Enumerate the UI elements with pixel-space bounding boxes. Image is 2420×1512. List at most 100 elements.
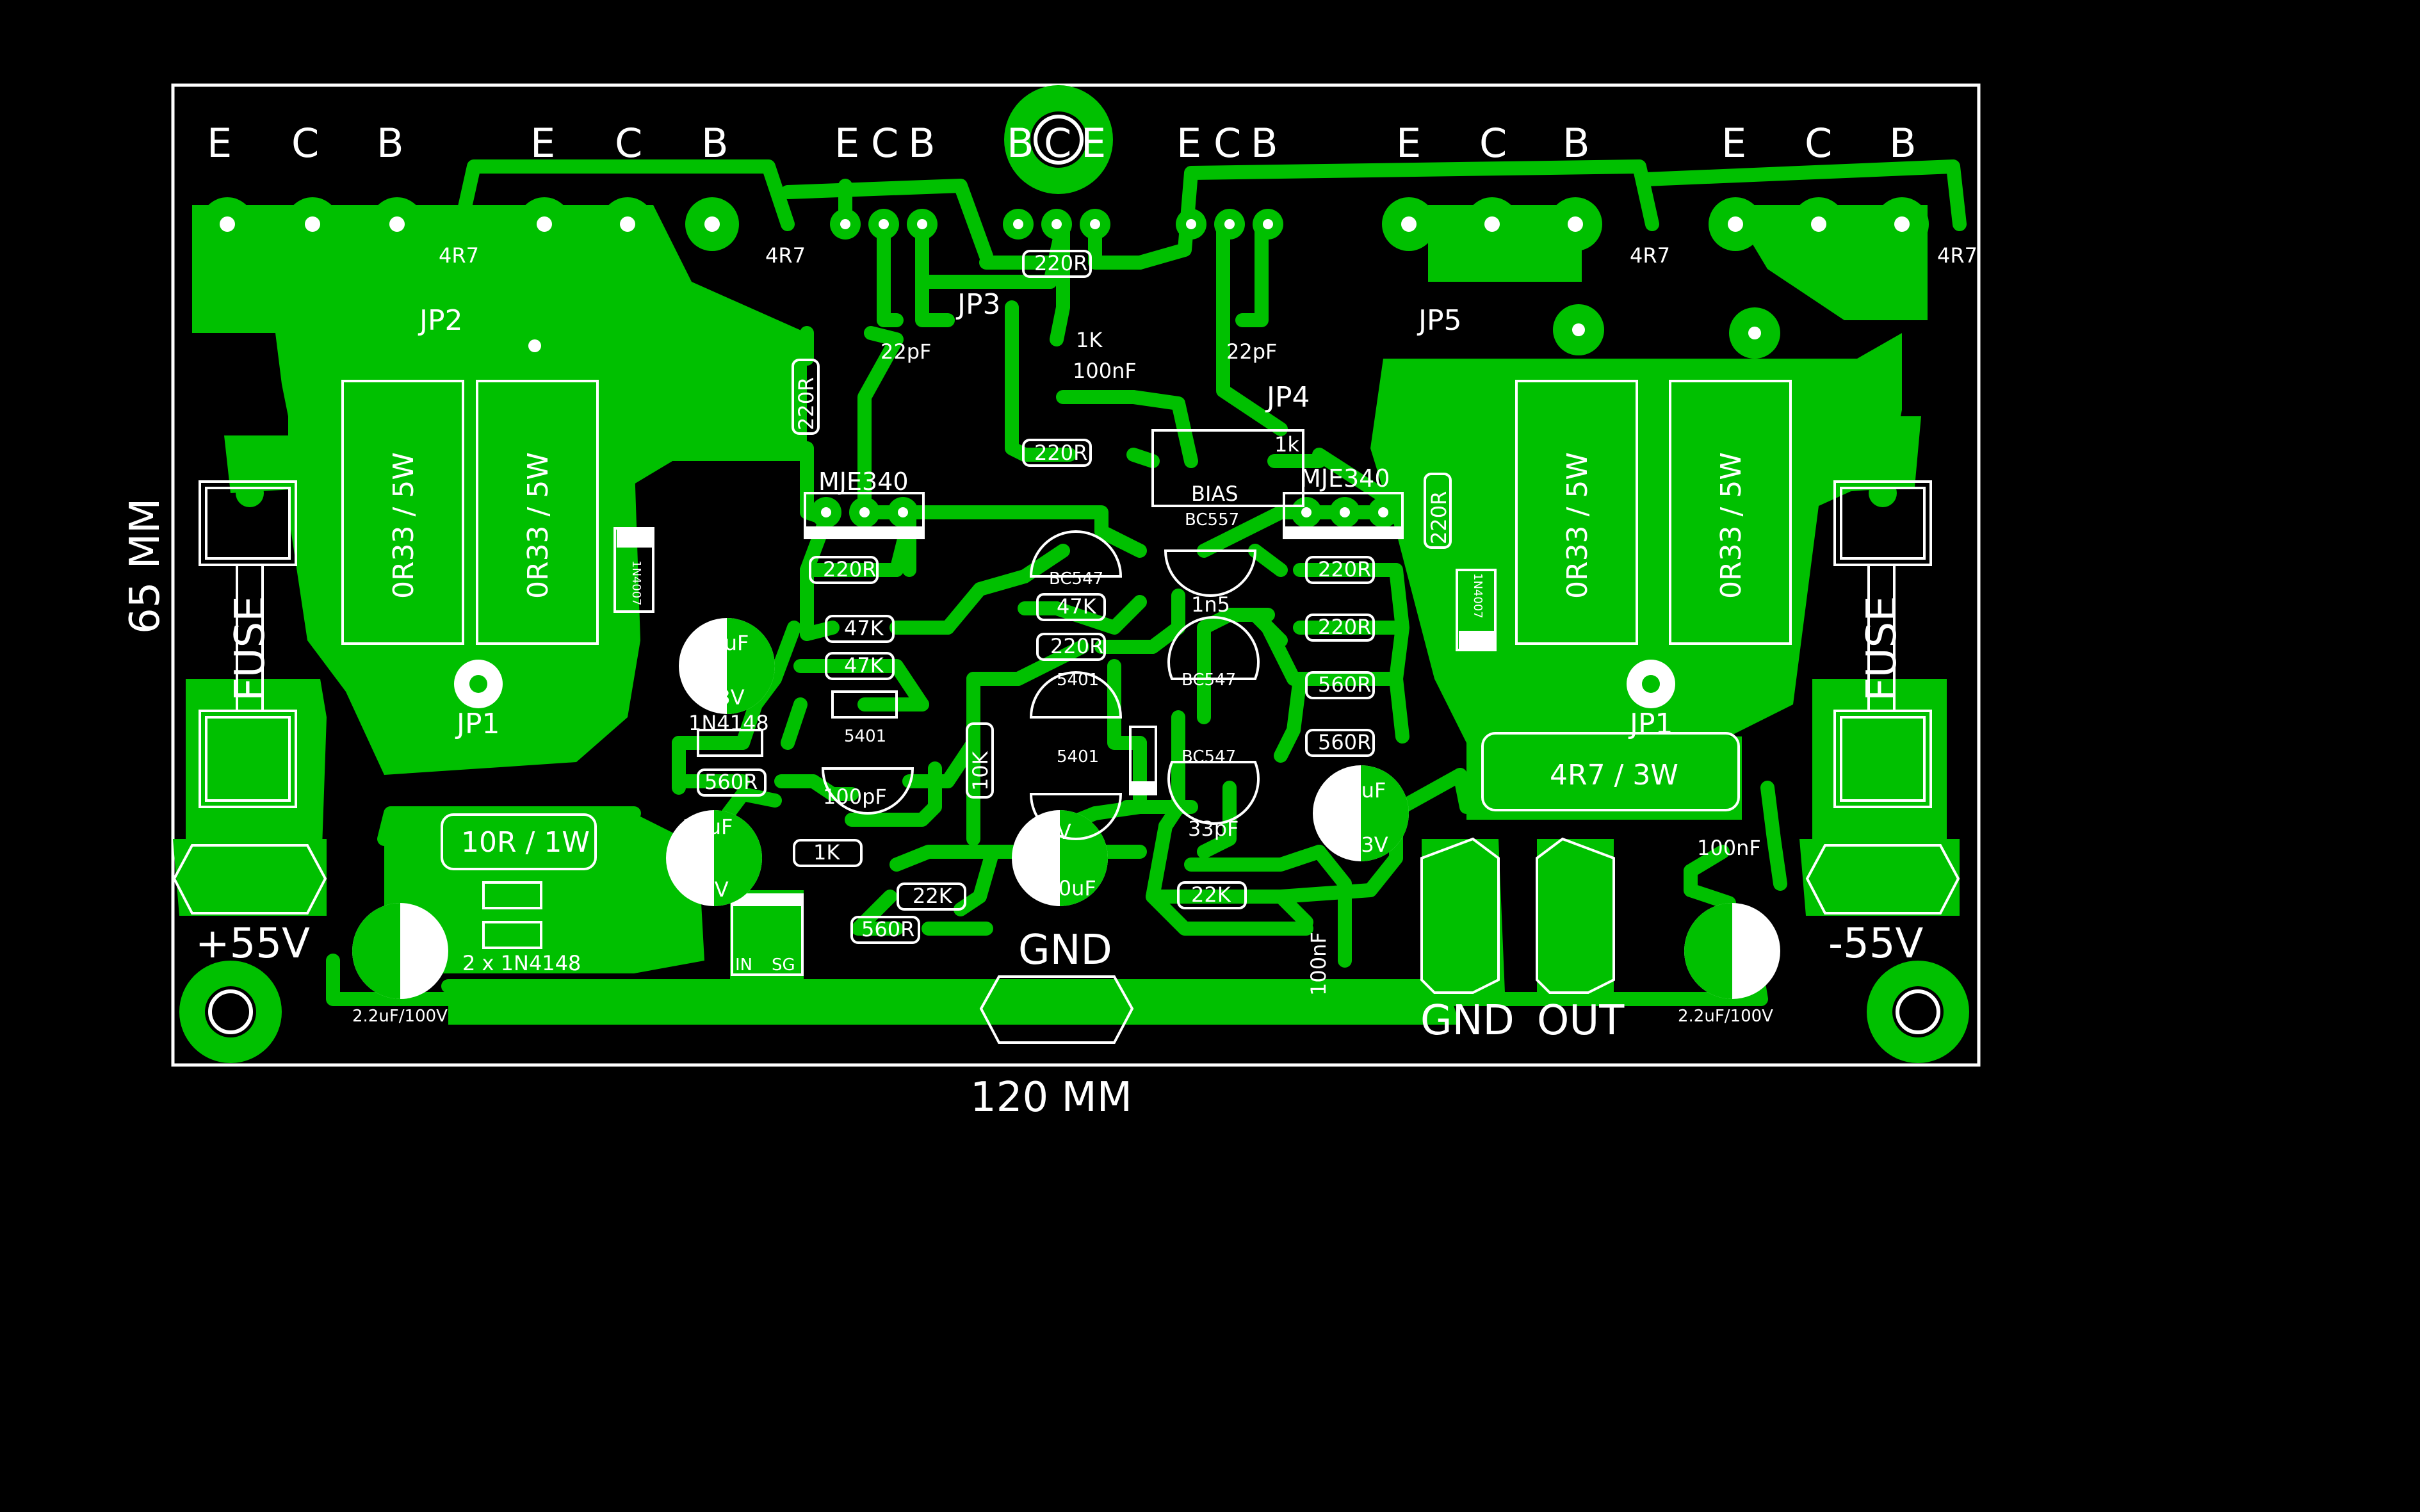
label-jp2: JP2 — [418, 304, 463, 337]
q6-pin-1: C — [1479, 120, 1507, 167]
label-bc547-1: BC547 — [1049, 569, 1103, 589]
label-560r-r2: 560R — [1318, 730, 1371, 754]
label-25v-a: 25V — [688, 877, 729, 902]
label-mje340-right: MJE340 — [1300, 464, 1390, 492]
label-100pf: 100pF — [823, 784, 887, 809]
board-outline — [171, 83, 1981, 1067]
label-sg: SG — [772, 955, 795, 975]
label-1k-low: 1K — [813, 840, 840, 865]
q6-pin-2: B — [1563, 120, 1590, 167]
label-33pf: 33pF — [1188, 817, 1238, 841]
label-560r-1: 560R — [704, 770, 758, 794]
q4-pin-1: C — [1044, 120, 1071, 167]
label-560r-r1: 560R — [1318, 672, 1371, 697]
q7-pin-0: E — [1721, 120, 1746, 167]
label-1n4007-r: 1N4007 — [1471, 573, 1484, 619]
label-jp4: JP4 — [1265, 381, 1310, 414]
q4-pin-2: E — [1081, 120, 1106, 167]
label-100nf-vert: 100nF — [1306, 932, 1331, 996]
label-4r7-4: 4R7 — [1937, 243, 1977, 268]
label-10k: 10K — [968, 751, 993, 791]
label-emitter-res-1: 0R33 / 5W — [387, 452, 420, 599]
q7-pin-2: B — [1889, 120, 1917, 167]
label-47k-3: 47K — [1057, 594, 1097, 619]
q1-pin-0: E — [207, 120, 232, 167]
label-gnd-center: GND — [1018, 927, 1112, 974]
label-4r7-2: 4R7 — [765, 243, 806, 268]
label-fuse-left: FUSE — [227, 596, 274, 701]
label-22k-1: 22K — [913, 884, 953, 908]
q4-pin-0: B — [1007, 120, 1034, 167]
label-5401-2: 5401 — [1057, 747, 1099, 767]
label-1n5: 1n5 — [1191, 592, 1230, 617]
q2-pin-0: E — [530, 120, 555, 167]
label-1k: 1K — [1076, 328, 1103, 352]
label-cap22-left: 2.2uF/100V — [352, 1007, 448, 1026]
q1-pin-1: C — [291, 120, 319, 167]
label-63v-l: 63V — [704, 685, 745, 710]
label-fuse-right: FUSE — [1858, 596, 1906, 701]
label-vminus: -55V — [1828, 920, 1924, 968]
mounting-holes — [179, 85, 1969, 1063]
label-22k-2: 22K — [1191, 882, 1231, 907]
label-out: OUT — [1537, 997, 1625, 1045]
q3-pin-2: B — [908, 120, 936, 167]
q7-pin-1: C — [1805, 120, 1832, 167]
label-10uf: 10uF — [682, 815, 733, 839]
label-220r-r2: 220R — [1318, 615, 1371, 639]
label-bc547-3: BC547 — [1182, 747, 1236, 767]
label-220r-c: 220R — [1050, 634, 1103, 658]
label-100nf-right: 100nF — [1697, 836, 1761, 860]
label-220r-l1: 220R — [823, 557, 876, 581]
label-22uf-r: 22uF — [1335, 778, 1386, 802]
silkscreen — [172, 250, 1960, 1044]
label-25v-b: 25V — [1031, 820, 1071, 844]
label-jp1-left: JP1 — [455, 708, 500, 740]
label-22pf-left: 22pF — [881, 339, 931, 364]
label-bias: BIAS — [1191, 482, 1238, 506]
silk-fills — [617, 526, 1495, 906]
label-100uf: 100uF — [1032, 876, 1096, 900]
label-220r-vert-l: 220R — [794, 377, 818, 430]
label-220r-vert-r: 220R — [1427, 491, 1451, 544]
label-220r-r1: 220R — [1318, 557, 1371, 581]
label-5401-3: 5401 — [844, 727, 886, 746]
label-gnd-right: GND — [1420, 997, 1515, 1045]
label-560r-2: 560R — [861, 917, 914, 941]
label-mje340-left: MJE340 — [818, 467, 909, 496]
label-emitter-res-4: 0R33 / 5W — [1715, 452, 1748, 599]
label-jp1-right: JP1 — [1628, 708, 1673, 740]
label-diodes2: 2 x 1N4148 — [462, 951, 581, 975]
dimension-height: 65 MM — [122, 498, 169, 634]
label-vplus: +55V — [195, 920, 310, 968]
q6-pin-0: E — [1396, 120, 1421, 167]
q2-pin-2: B — [701, 120, 729, 167]
q5-pin-1: C — [1214, 120, 1241, 167]
label-4r7-3: 4R7 — [1630, 243, 1670, 268]
label-5401-1: 5401 — [1057, 671, 1099, 690]
capacitors — [352, 618, 1780, 999]
label-bc557: BC557 — [1185, 510, 1239, 530]
q5-pin-2: B — [1251, 120, 1278, 167]
label-4r7-3w: 4R7 / 3W — [1550, 759, 1678, 792]
q1-pin-2: B — [377, 120, 404, 167]
vias — [220, 216, 1910, 517]
label-cap22-right: 2.2uF/100V — [1678, 1007, 1773, 1026]
q5-pin-0: E — [1176, 120, 1201, 167]
label-47k-1: 47K — [844, 616, 884, 640]
small-transistors — [821, 530, 1260, 840]
label-1n4148: 1N4148 — [688, 711, 769, 735]
label-bc547-2: BC547 — [1182, 671, 1236, 690]
label-in: IN — [735, 955, 752, 975]
label-220r-top: 220R — [1034, 251, 1087, 275]
label-1n4007-l: 1N4007 — [629, 560, 643, 606]
label-22uf-l: 22uF — [698, 631, 749, 655]
label-220r-mid: 220R — [1034, 441, 1087, 465]
label-22pf-right: 22pF — [1226, 339, 1277, 364]
dimension-width: 120 MM — [970, 1074, 1132, 1121]
q2-pin-1: C — [615, 120, 642, 167]
label-jp5: JP5 — [1417, 304, 1462, 337]
label-emitter-res-3: 0R33 / 5W — [1561, 452, 1594, 599]
q3-pin-0: E — [834, 120, 859, 167]
